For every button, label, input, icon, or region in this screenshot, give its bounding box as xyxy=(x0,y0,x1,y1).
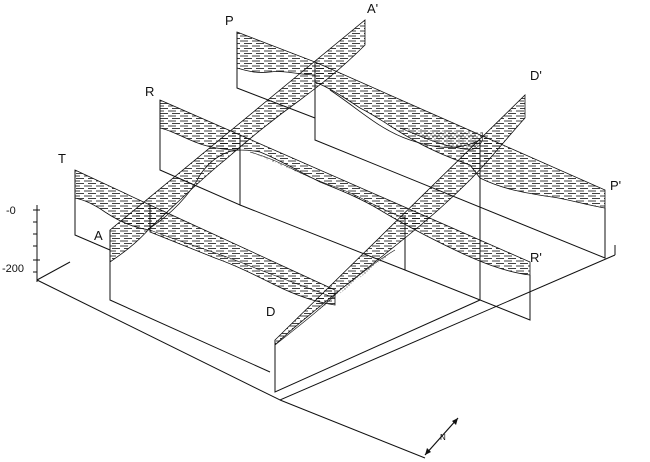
section-a-a-prime xyxy=(109,19,366,373)
base-outline xyxy=(36,245,616,459)
north-arrow: N xyxy=(424,417,459,456)
section-d-d-prime xyxy=(274,94,526,393)
label-r: R xyxy=(145,84,154,99)
label-t: T xyxy=(58,151,66,166)
label-p: P xyxy=(225,13,234,28)
section-p-p-prime xyxy=(236,31,606,259)
label-p-prime: P' xyxy=(610,178,621,193)
label-a-prime: A' xyxy=(367,1,378,16)
label-d: D xyxy=(266,304,275,319)
depth-tick-zero: -0 xyxy=(6,205,16,217)
section-r-r-prime xyxy=(159,99,531,321)
label-a: A xyxy=(94,228,103,243)
label-d-prime: D' xyxy=(530,68,542,83)
depth-axis xyxy=(33,205,40,282)
depth-tick-200: -200 xyxy=(2,263,24,275)
label-r-prime: R' xyxy=(530,250,542,265)
north-label: N xyxy=(440,433,446,442)
